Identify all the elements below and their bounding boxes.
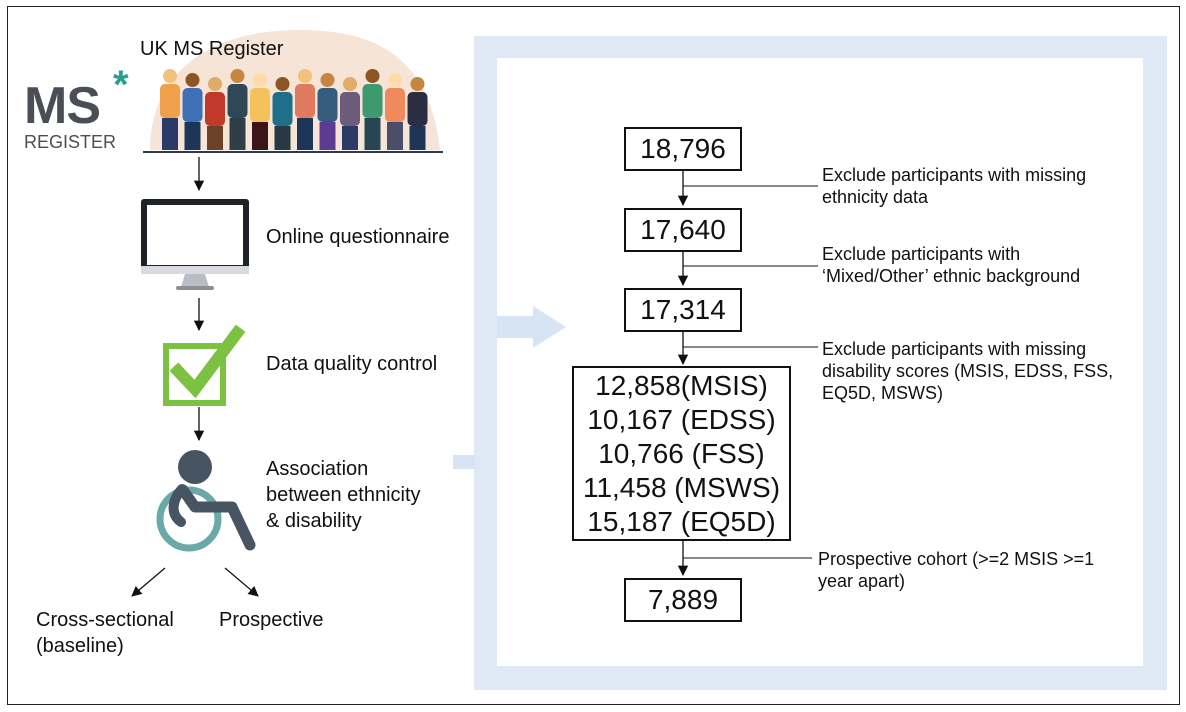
person-legs [364, 118, 381, 150]
step-association-line-1: Association [266, 458, 369, 480]
person-body [317, 88, 338, 122]
flow-box-4-line-fss: 10,766 (FSS) [598, 437, 765, 469]
flowchart-panel [497, 58, 1143, 666]
flow-box-4: 12,858(MSIS) 10,167 (EDSS) 10,766 (FSS) … [572, 366, 791, 541]
person-legs [319, 122, 336, 150]
step-association-line-3: & disability [266, 510, 362, 532]
person-body [385, 88, 405, 122]
person-legs [229, 118, 246, 150]
figure-frame [7, 6, 1180, 705]
flow-box-4-line-msis: 12,858(MSIS) [595, 369, 768, 401]
flow-box-5: 7,889 [624, 578, 742, 622]
step-online-questionnaire: Online questionnaire [266, 226, 450, 248]
step-data-quality-control: Data quality control [266, 353, 438, 375]
person-legs [207, 126, 223, 150]
flow-box-2: 17,640 [624, 208, 742, 252]
person-head [388, 73, 402, 87]
person-head [343, 77, 357, 91]
person-legs [297, 118, 313, 150]
logo-ms: MS [24, 77, 101, 135]
exclusion-note-3: Exclude participants with missing disabi… [822, 339, 1114, 403]
person-legs [252, 122, 268, 150]
person-head [275, 77, 290, 91]
person-head [185, 73, 200, 87]
person-legs [162, 118, 178, 150]
computer-monitor-icon [141, 199, 249, 290]
person-body [362, 84, 383, 118]
person-body [340, 92, 360, 126]
exclusion-note-1: Exclude participants with missing ethnic… [822, 165, 1087, 207]
person-body [295, 84, 315, 118]
person-body [205, 92, 225, 126]
flow-box-4-line-msws: 11,458 (MSWS) [582, 471, 781, 503]
person-head [320, 73, 335, 87]
people-illustration [143, 30, 443, 153]
person-body [182, 88, 203, 122]
person-head [253, 73, 267, 87]
step-association-line-2: between ethnicity [266, 484, 421, 506]
branch-cross-sectional-line-1: Cross-sectional [36, 609, 174, 631]
person-body [227, 84, 248, 118]
person-head [208, 77, 222, 91]
person-legs [409, 126, 426, 150]
flow-box-4-line-eq5d: 15,187 (EQ5D) [587, 505, 776, 537]
logo-asterisk: * [113, 63, 129, 107]
person-head [298, 69, 312, 83]
panel-entry-arrow [497, 306, 566, 348]
logo-register: REGISTER [24, 132, 117, 152]
arrow-to-cross-sectional [131, 567, 166, 597]
person-head [365, 69, 380, 83]
checkbox-checkmark-icon [163, 324, 246, 406]
wheelchair-user-icon [156, 450, 256, 552]
person-legs [387, 122, 403, 150]
person-body [407, 92, 428, 126]
person-legs [274, 126, 291, 150]
register-title: UK MS Register [140, 38, 284, 60]
person-body [160, 84, 180, 118]
flow-box-4-line-edss: 10,167 (EDSS) [587, 403, 776, 435]
person-body [272, 92, 293, 126]
person-head [230, 69, 245, 83]
branch-prospective: Prospective [219, 609, 324, 631]
arrow-to-prospective [224, 567, 259, 597]
flow-box-1: 18,796 [624, 127, 742, 171]
person-body [250, 88, 270, 122]
branch-cross-sectional-line-2: (baseline) [36, 635, 124, 657]
person-legs [342, 126, 358, 150]
person-legs [184, 122, 201, 150]
exclusion-note-4: Prospective cohort (>=2 MSIS >=1 year ap… [818, 549, 1095, 591]
person-head [410, 77, 425, 91]
flow-box-3: 17,314 [624, 288, 742, 332]
exclusion-note-2: Exclude participants with ‘Mixed/Other’ … [822, 244, 1081, 286]
panel-side-tab [453, 455, 475, 469]
person-head [163, 69, 177, 83]
